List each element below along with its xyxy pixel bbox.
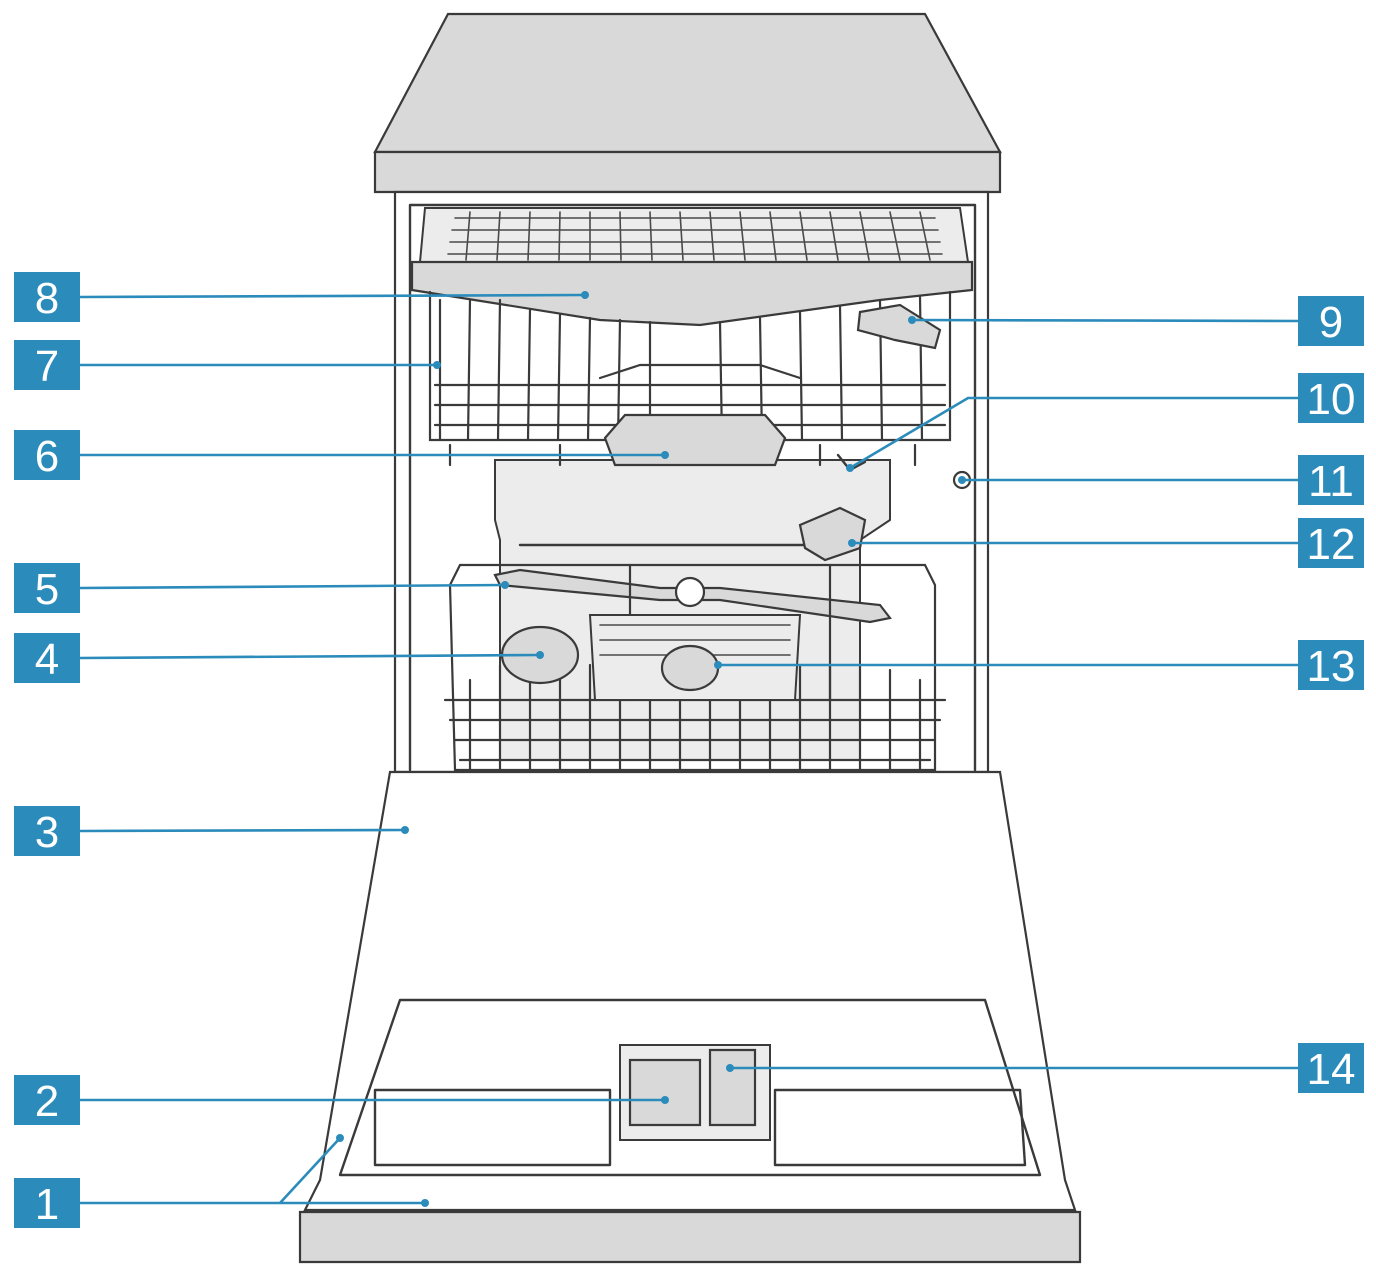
callout-9: 9 [1298, 296, 1364, 347]
worktop-cover [373, 12, 1002, 154]
callout-12: 12 [1298, 518, 1364, 569]
leader-dot-1b [336, 1134, 344, 1142]
leader-line-5 [79, 583, 506, 590]
callout-5: 5 [14, 563, 80, 614]
callout-11: 11 [1298, 455, 1364, 506]
door-outer [303, 770, 1077, 1212]
leader-dot-5 [501, 581, 509, 589]
door-trim-panels [373, 1088, 1027, 1167]
callout-13: 13 [1298, 640, 1364, 691]
callout-10: 10 [1298, 373, 1364, 424]
callout-4: 4 [14, 633, 80, 684]
callout-6: 6 [14, 430, 80, 481]
callout-8-label: 8 [35, 274, 59, 323]
leader-dot-8 [581, 291, 589, 299]
dishwasher-illustration [298, 12, 1082, 1264]
leader-dot-4 [536, 651, 544, 659]
callout-1: 1 [14, 1178, 80, 1229]
leader-dot-12 [848, 539, 856, 547]
worktop-front-edge [373, 150, 1002, 194]
callout-7: 7 [14, 340, 80, 391]
callout-9-label: 9 [1319, 298, 1343, 347]
leader-line-9 [911, 318, 1299, 323]
callout-11-box [1298, 455, 1364, 505]
callout-2-label: 2 [35, 1077, 59, 1126]
callout-4-box [14, 633, 80, 683]
callout-10-label: 10 [1307, 375, 1356, 424]
callout-1-label: 1 [35, 1180, 59, 1229]
callout-14-label: 14 [1307, 1045, 1356, 1094]
callout-14-box [1298, 1043, 1364, 1093]
leader-dot-10 [846, 464, 854, 472]
callout-4-label: 4 [35, 635, 59, 684]
cutlery-drawer-grid [447, 211, 943, 261]
leader-dot-13 [714, 661, 722, 669]
cabinet-inner-wall [408, 203, 977, 772]
callout-3: 3 [14, 806, 80, 857]
leader-dot-7 [433, 361, 441, 369]
upper-basket-handle [603, 413, 787, 467]
leader-line-8 [79, 293, 586, 299]
leader-dot-1 [421, 1199, 429, 1207]
leader-line-4 [79, 653, 541, 660]
leader-dot-6 [661, 451, 669, 459]
callout-10-box [1298, 373, 1364, 423]
callout-3-label: 3 [35, 808, 59, 857]
leader-dot-14 [726, 1064, 734, 1072]
leader-dot-2 [661, 1096, 669, 1104]
callout-7-label: 7 [35, 342, 59, 391]
callout-5-box [14, 563, 80, 613]
door-inner-panel [338, 998, 1042, 1177]
leader-line-3 [79, 828, 406, 833]
callout-7-box [14, 340, 80, 390]
door-base [298, 1210, 1082, 1264]
callout-6-box [14, 430, 80, 480]
callout-13-box [1298, 640, 1364, 690]
leader-line-10 [849, 396, 1298, 470]
filter-cylinder [660, 644, 720, 692]
callout-12-label: 12 [1307, 520, 1356, 569]
callout-3-box [14, 806, 80, 856]
rinse-aid-dispenser [708, 1048, 757, 1127]
leader-dot-9 [908, 316, 916, 324]
leader-lines [79, 291, 1299, 1207]
leader-line-1 [80, 1137, 425, 1205]
leader-dot-11 [958, 476, 966, 484]
callout-2-box [14, 1075, 80, 1125]
callout-1-box [14, 1178, 80, 1228]
callout-12-box [1298, 518, 1364, 568]
callout-8: 8 [14, 272, 80, 323]
callout-9-box [1298, 296, 1364, 346]
callout-2: 2 [14, 1075, 80, 1126]
upper-spray-arm-hub [674, 576, 706, 608]
leader-dot-3 [401, 826, 409, 834]
callout-14: 14 [1298, 1043, 1364, 1094]
rack-adjuster [856, 303, 942, 350]
callout-tags: 1 2 3 4 5 6 7 8 [14, 272, 1364, 1229]
callout-8-box [14, 272, 80, 322]
top-spray-head [798, 506, 867, 562]
callout-11-label: 11 [1308, 457, 1354, 506]
callout-6-label: 6 [35, 432, 59, 481]
detergent-dispenser [628, 1058, 702, 1127]
callout-13-label: 13 [1307, 642, 1356, 691]
callout-5-label: 5 [35, 565, 59, 614]
